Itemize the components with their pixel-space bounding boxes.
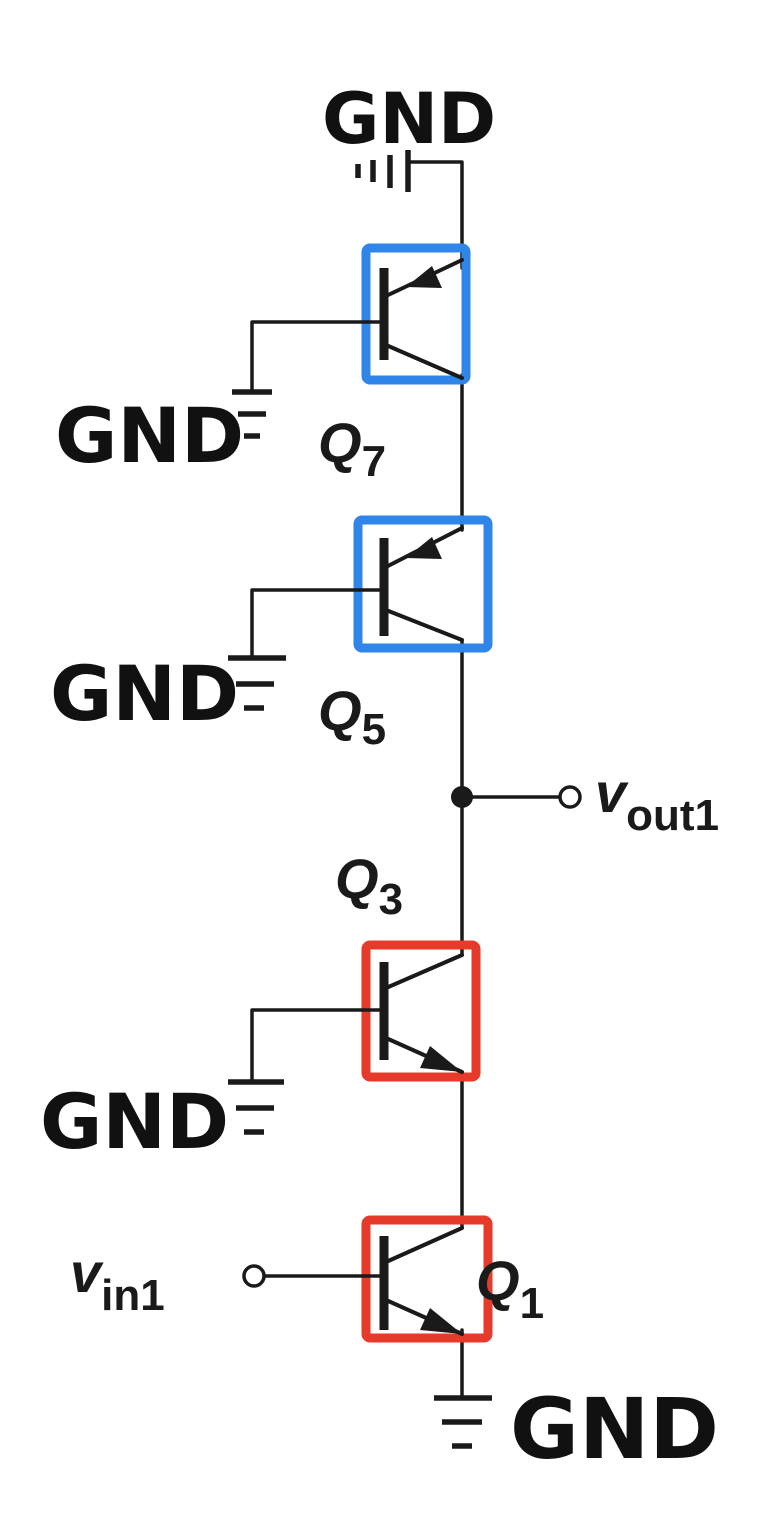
ground-symbol-q5-base (228, 655, 286, 711)
vout-label-sub: out1 (626, 791, 719, 840)
q7-label-main: Q (318, 411, 362, 474)
vout-label-main: v (595, 761, 629, 824)
q7-highlight-box (361, 243, 471, 385)
output-node (451, 785, 582, 809)
q1-label-main: Q (476, 1249, 520, 1312)
q3-label: Q3 (335, 847, 403, 924)
ground-symbol-bottom (434, 1395, 492, 1449)
q1-label: Q1 (476, 1249, 544, 1328)
q7-label: Q7 (318, 411, 386, 486)
vin-label: vin1 (70, 1241, 165, 1320)
q3-label-main: Q (335, 847, 379, 910)
input-terminal (242, 1264, 266, 1288)
gnd-label-top: GND (322, 78, 496, 160)
top-supply-symbol (355, 150, 464, 270)
q5-label: Q5 (318, 679, 386, 754)
transistor-q3 (250, 940, 481, 1082)
gnd-label-bottom: GND (510, 1380, 719, 1478)
transistor-q7 (250, 243, 471, 392)
q3-label-sub: 3 (379, 875, 403, 924)
gnd-label-q5: GND (50, 649, 239, 738)
vin-label-sub: in1 (101, 1271, 165, 1320)
vout-label: vout1 (595, 761, 719, 840)
ground-symbol-q7-base (232, 389, 272, 439)
transistor-q5 (250, 515, 493, 657)
q5-label-main: Q (318, 679, 362, 742)
q1-label-sub: 1 (520, 1279, 544, 1328)
ground-symbol-q3-base (228, 1079, 284, 1135)
q5-highlight-box (353, 515, 493, 653)
gnd-label-q3: GND (40, 1077, 229, 1166)
output-terminal (558, 785, 582, 809)
gnd-label-q7: GND (55, 391, 244, 480)
q7-label-sub: 7 (362, 437, 386, 486)
vin-label-main: v (70, 1241, 104, 1304)
q1-highlight-box (361, 1215, 493, 1343)
q5-label-sub: 5 (362, 705, 386, 754)
transistor-q1 (242, 1215, 493, 1343)
